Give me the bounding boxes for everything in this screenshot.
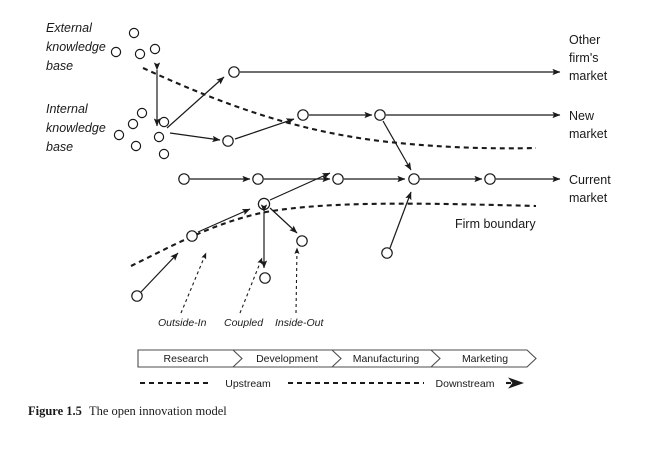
mode-label-outside-in: Outside-In [158,317,207,329]
upstream-label: Upstream [225,378,271,390]
flow-axis: Upstream Downstream [140,377,524,390]
new-market-label: New market [569,109,608,141]
mode-callout-leaders [180,247,300,314]
internal-knowledge-base-label: Internal knowledge base [46,102,106,154]
svg-text:Internal: Internal [46,102,89,116]
internal-knowledge-cluster [113,107,170,160]
svg-text:firm's: firm's [569,51,598,65]
stage-label-development: Development [256,353,318,365]
project-flows-lower [131,172,412,302]
figure-caption-text: The open innovation model [88,404,227,418]
svg-text:New: New [569,109,595,123]
process-stage-bar: Research Development Manufacturing Marke… [137,349,537,368]
project-hub-node [257,197,271,211]
stage-label-research: Research [164,353,209,365]
project-node [332,173,344,185]
svg-text:Current: Current [569,173,611,187]
project-node [296,235,308,247]
svg-text:knowledge: knowledge [46,40,106,54]
stage-label-marketing: Marketing [462,353,508,365]
project-node [222,135,234,147]
svg-text:knowledge: knowledge [46,121,106,135]
project-node [259,272,271,284]
project-node [178,173,190,185]
project-node [484,173,496,185]
external-knowledge-cluster [110,27,161,60]
svg-text:base: base [46,59,73,73]
firm-boundary-upper-curve [142,67,537,150]
project-node [228,66,240,78]
svg-text:market: market [569,127,608,141]
current-market-chain [178,173,561,185]
external-knowledge-base-label: External knowledge base [46,21,106,73]
project-node [381,247,393,259]
mode-label-inside-out: Inside-Out [275,317,325,329]
svg-text:market: market [569,69,608,83]
firm-boundary-label: Firm boundary [455,217,536,231]
figure-caption: Figure 1.5 The open innovation model [28,404,227,419]
svg-text:Other: Other [569,33,600,47]
firm-boundary-lower-curve [130,202,537,267]
svg-text:base: base [46,140,73,154]
project-node [186,230,198,242]
project-flows-upper [166,66,561,171]
current-market-label: Current market [569,173,611,205]
project-node [374,109,386,121]
project-node [297,109,309,121]
project-node [408,173,420,185]
other-firms-market-label: Other firm's market [569,33,608,83]
svg-text:External: External [46,21,93,35]
project-node [131,290,143,302]
figure-number: Figure 1.5 [28,404,82,418]
downstream-label: Downstream [436,378,495,390]
stage-label-manufacturing: Manufacturing [353,353,420,365]
mode-label-coupled: Coupled [224,317,264,329]
svg-text:market: market [569,191,608,205]
project-node [252,173,264,185]
